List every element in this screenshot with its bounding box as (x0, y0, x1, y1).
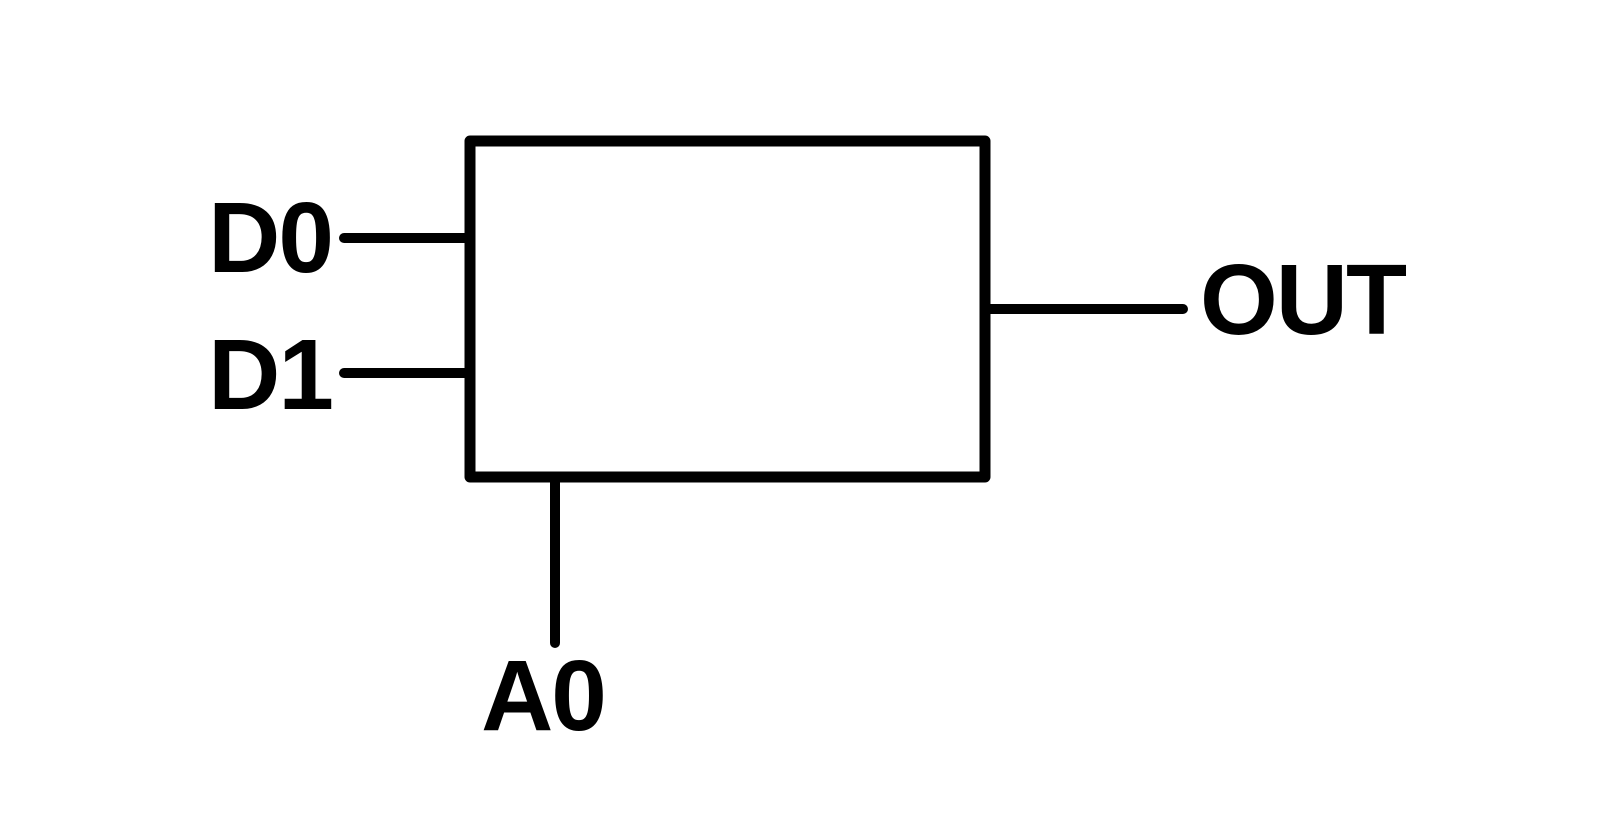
a0-select-label: A0 (481, 640, 607, 752)
out-output-label: OUT (1200, 244, 1407, 356)
d0-input-label: D0 (208, 182, 334, 294)
component-body-box (464, 135, 991, 483)
d1-input-label: D1 (208, 319, 334, 431)
